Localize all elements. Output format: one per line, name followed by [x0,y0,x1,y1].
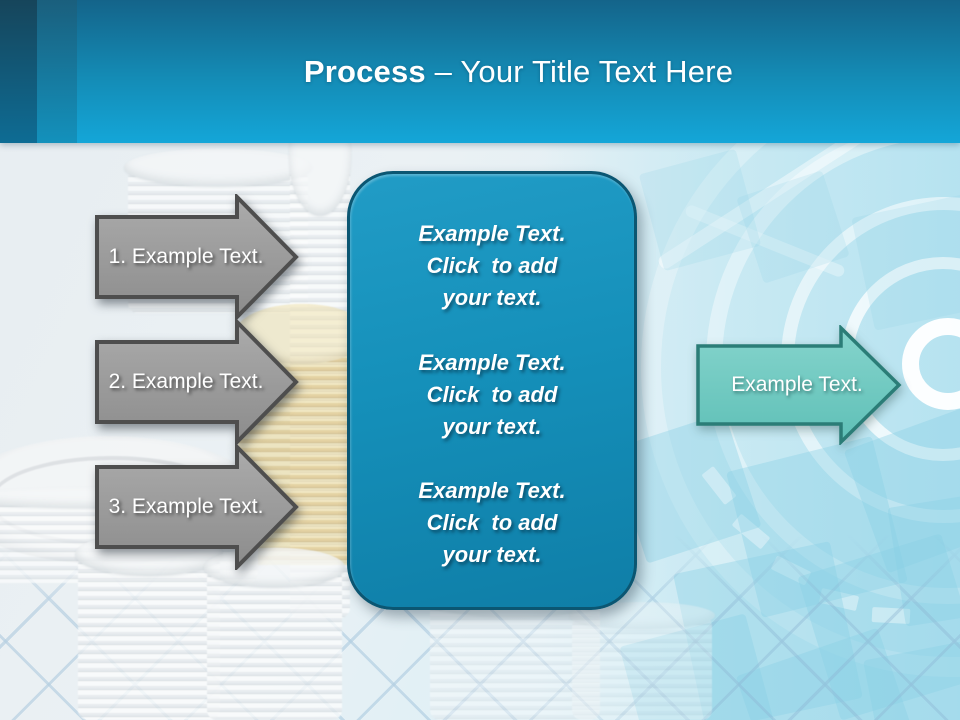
step-arrow-1[interactable]: 1. Example Text. [94,194,300,320]
panel-paragraph[interactable]: Example Text. Click to add your text. [418,478,566,567]
slide-title-bold: Process [303,53,426,89]
right-arrow-shape-icon [696,325,902,445]
coin-stack-decoration [207,568,342,720]
next-step-arrow[interactable]: Example Text. [695,325,903,445]
center-text-panel[interactable]: Example Text. Click to add your text. Ex… [347,171,637,610]
panel-paragraph[interactable]: Example Text. Click to add your text. [418,221,566,310]
header-band: Process – Your Title Text Here [0,0,960,143]
right-arrow-shape-icon [95,194,299,320]
right-arrow-shape-icon [95,444,299,570]
left-accent-bar-mid [37,0,77,143]
coin-stack-decoration [572,616,712,720]
right-arrow-shape-icon [95,319,299,445]
panel-paragraph[interactable]: Example Text. Click to add your text. [418,349,566,439]
left-accent-bar-dark [0,0,37,143]
step-arrow-label: 3. Example Text. [108,495,264,518]
coin-stack-decoration [78,555,220,720]
slide-title-rest: – Your Title Text Here [425,53,734,89]
step-arrow-label: 2. Example Text. [108,370,264,393]
slide-title[interactable]: Process – Your Title Text Here [77,0,960,143]
next-step-arrow-label: Example Text. [731,373,863,396]
step-arrow-3[interactable]: 3. Example Text. [94,444,300,570]
step-arrow-2[interactable]: 2. Example Text. [94,319,300,445]
step-arrow-label: 1. Example Text. [108,245,264,268]
